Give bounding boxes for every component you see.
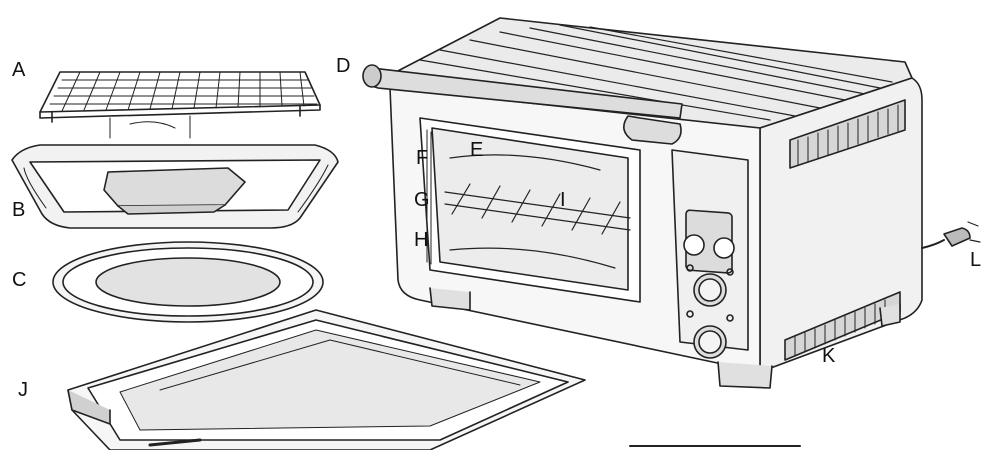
label-i: I <box>560 189 566 211</box>
pizza-pan <box>52 241 324 323</box>
label-f: F <box>416 147 429 169</box>
baking-pan <box>11 144 339 229</box>
label-h: H <box>414 229 429 251</box>
label-k: K <box>822 345 836 367</box>
label-l: L <box>970 249 982 271</box>
label-c: C <box>12 269 27 291</box>
label-e: E <box>470 139 484 161</box>
toaster-oven <box>362 17 981 447</box>
crumb-tray <box>67 309 586 450</box>
label-d: D <box>336 55 351 77</box>
label-b: B <box>12 199 26 221</box>
label-a: A <box>12 59 26 81</box>
label-g: G <box>414 189 430 211</box>
label-j: J <box>18 379 28 401</box>
wire-rack <box>39 71 321 139</box>
